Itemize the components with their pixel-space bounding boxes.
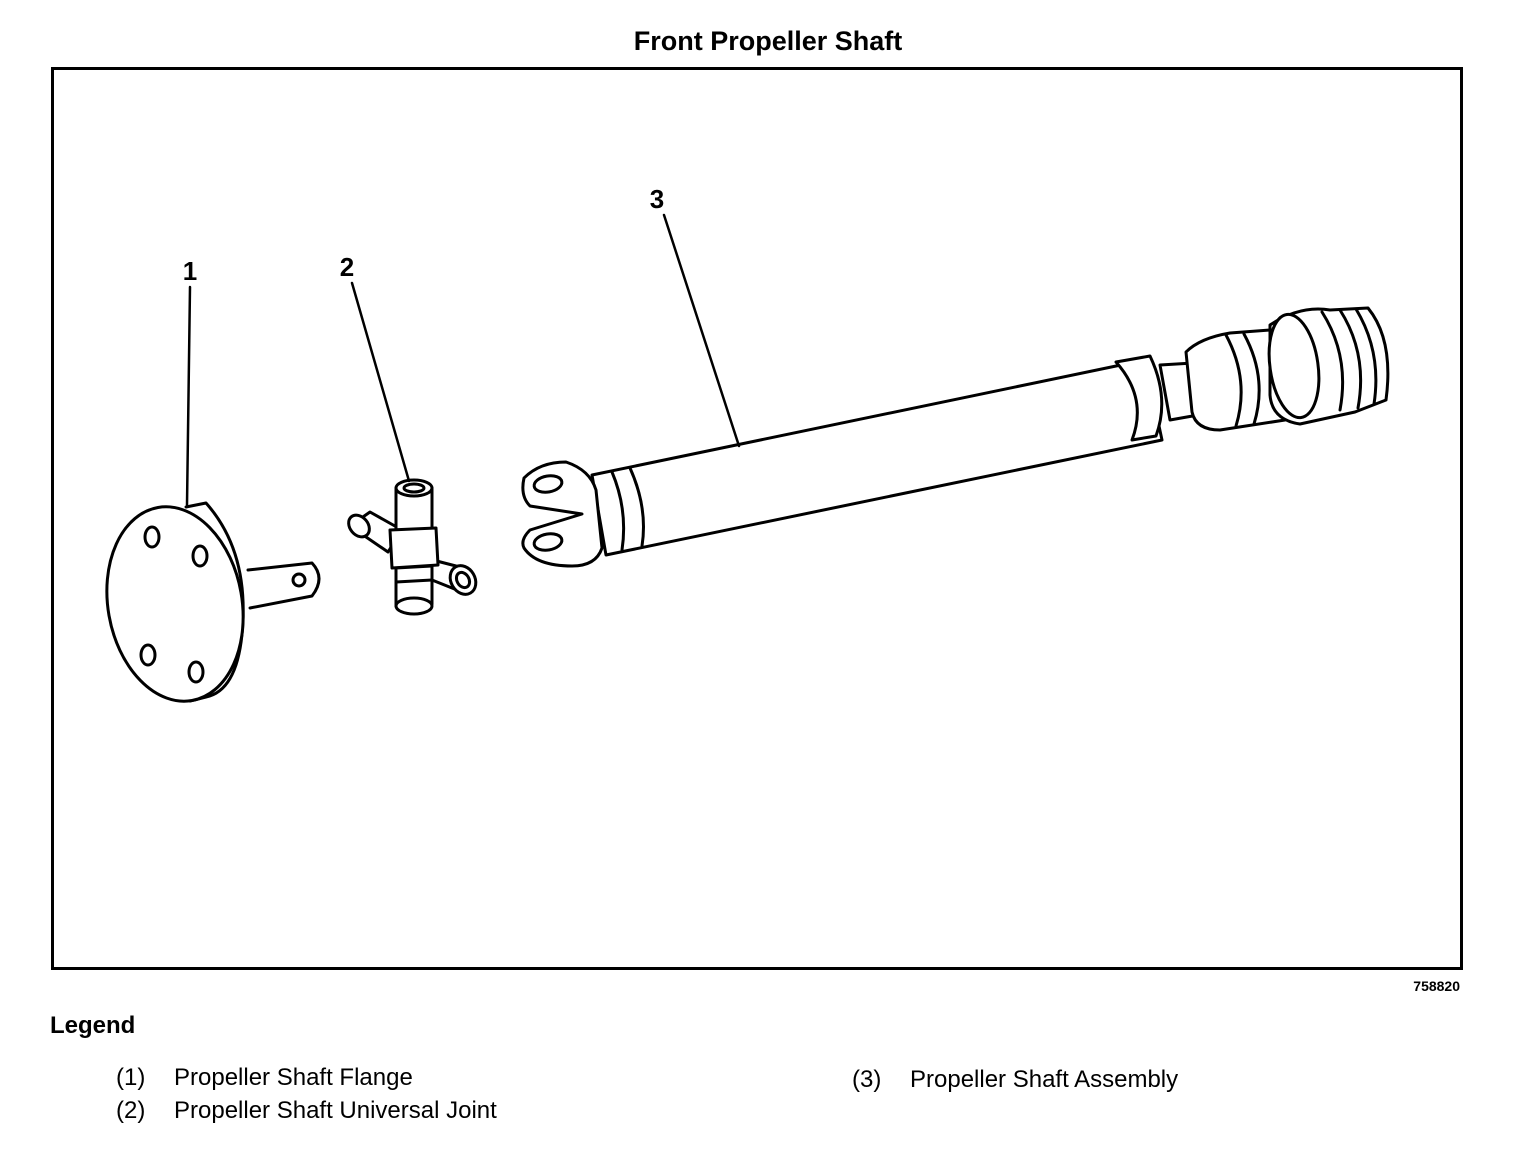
leader-line-2	[350, 281, 411, 483]
legend-heading: Legend	[50, 1012, 136, 1039]
legend-item-1: (1) Propeller Shaft Flange	[116, 1064, 413, 1092]
leader-line-1	[185, 285, 192, 507]
legend-item-number: (2)	[116, 1097, 146, 1124]
legend-item-label: Propeller Shaft Flange	[174, 1064, 413, 1091]
legend-item-label: Propeller Shaft Assembly	[910, 1066, 1179, 1093]
universal-joint-part	[347, 478, 478, 616]
legend-item-3: (3) Propeller Shaft Assembly	[852, 1066, 1178, 1094]
illustration-frame	[51, 67, 1463, 970]
callout-label-3: 3	[650, 184, 664, 214]
leader-line-3	[662, 213, 741, 448]
figure-id: 758820	[1413, 978, 1460, 994]
legend-item-number: (1)	[116, 1064, 146, 1091]
legend-item-number: (3)	[852, 1066, 882, 1093]
propeller-shaft-assembly-part	[521, 306, 1390, 568]
callout-label-2: 2	[340, 252, 354, 282]
legend-item-label: Propeller Shaft Universal Joint	[174, 1097, 497, 1124]
propeller-shaft-flange-part	[105, 501, 321, 703]
diagram-title: Front Propeller Shaft	[633, 26, 903, 56]
callout-leaders	[185, 213, 741, 507]
callout-label-1: 1	[183, 256, 197, 286]
legend-item-2: (2) Propeller Shaft Universal Joint	[116, 1097, 497, 1125]
